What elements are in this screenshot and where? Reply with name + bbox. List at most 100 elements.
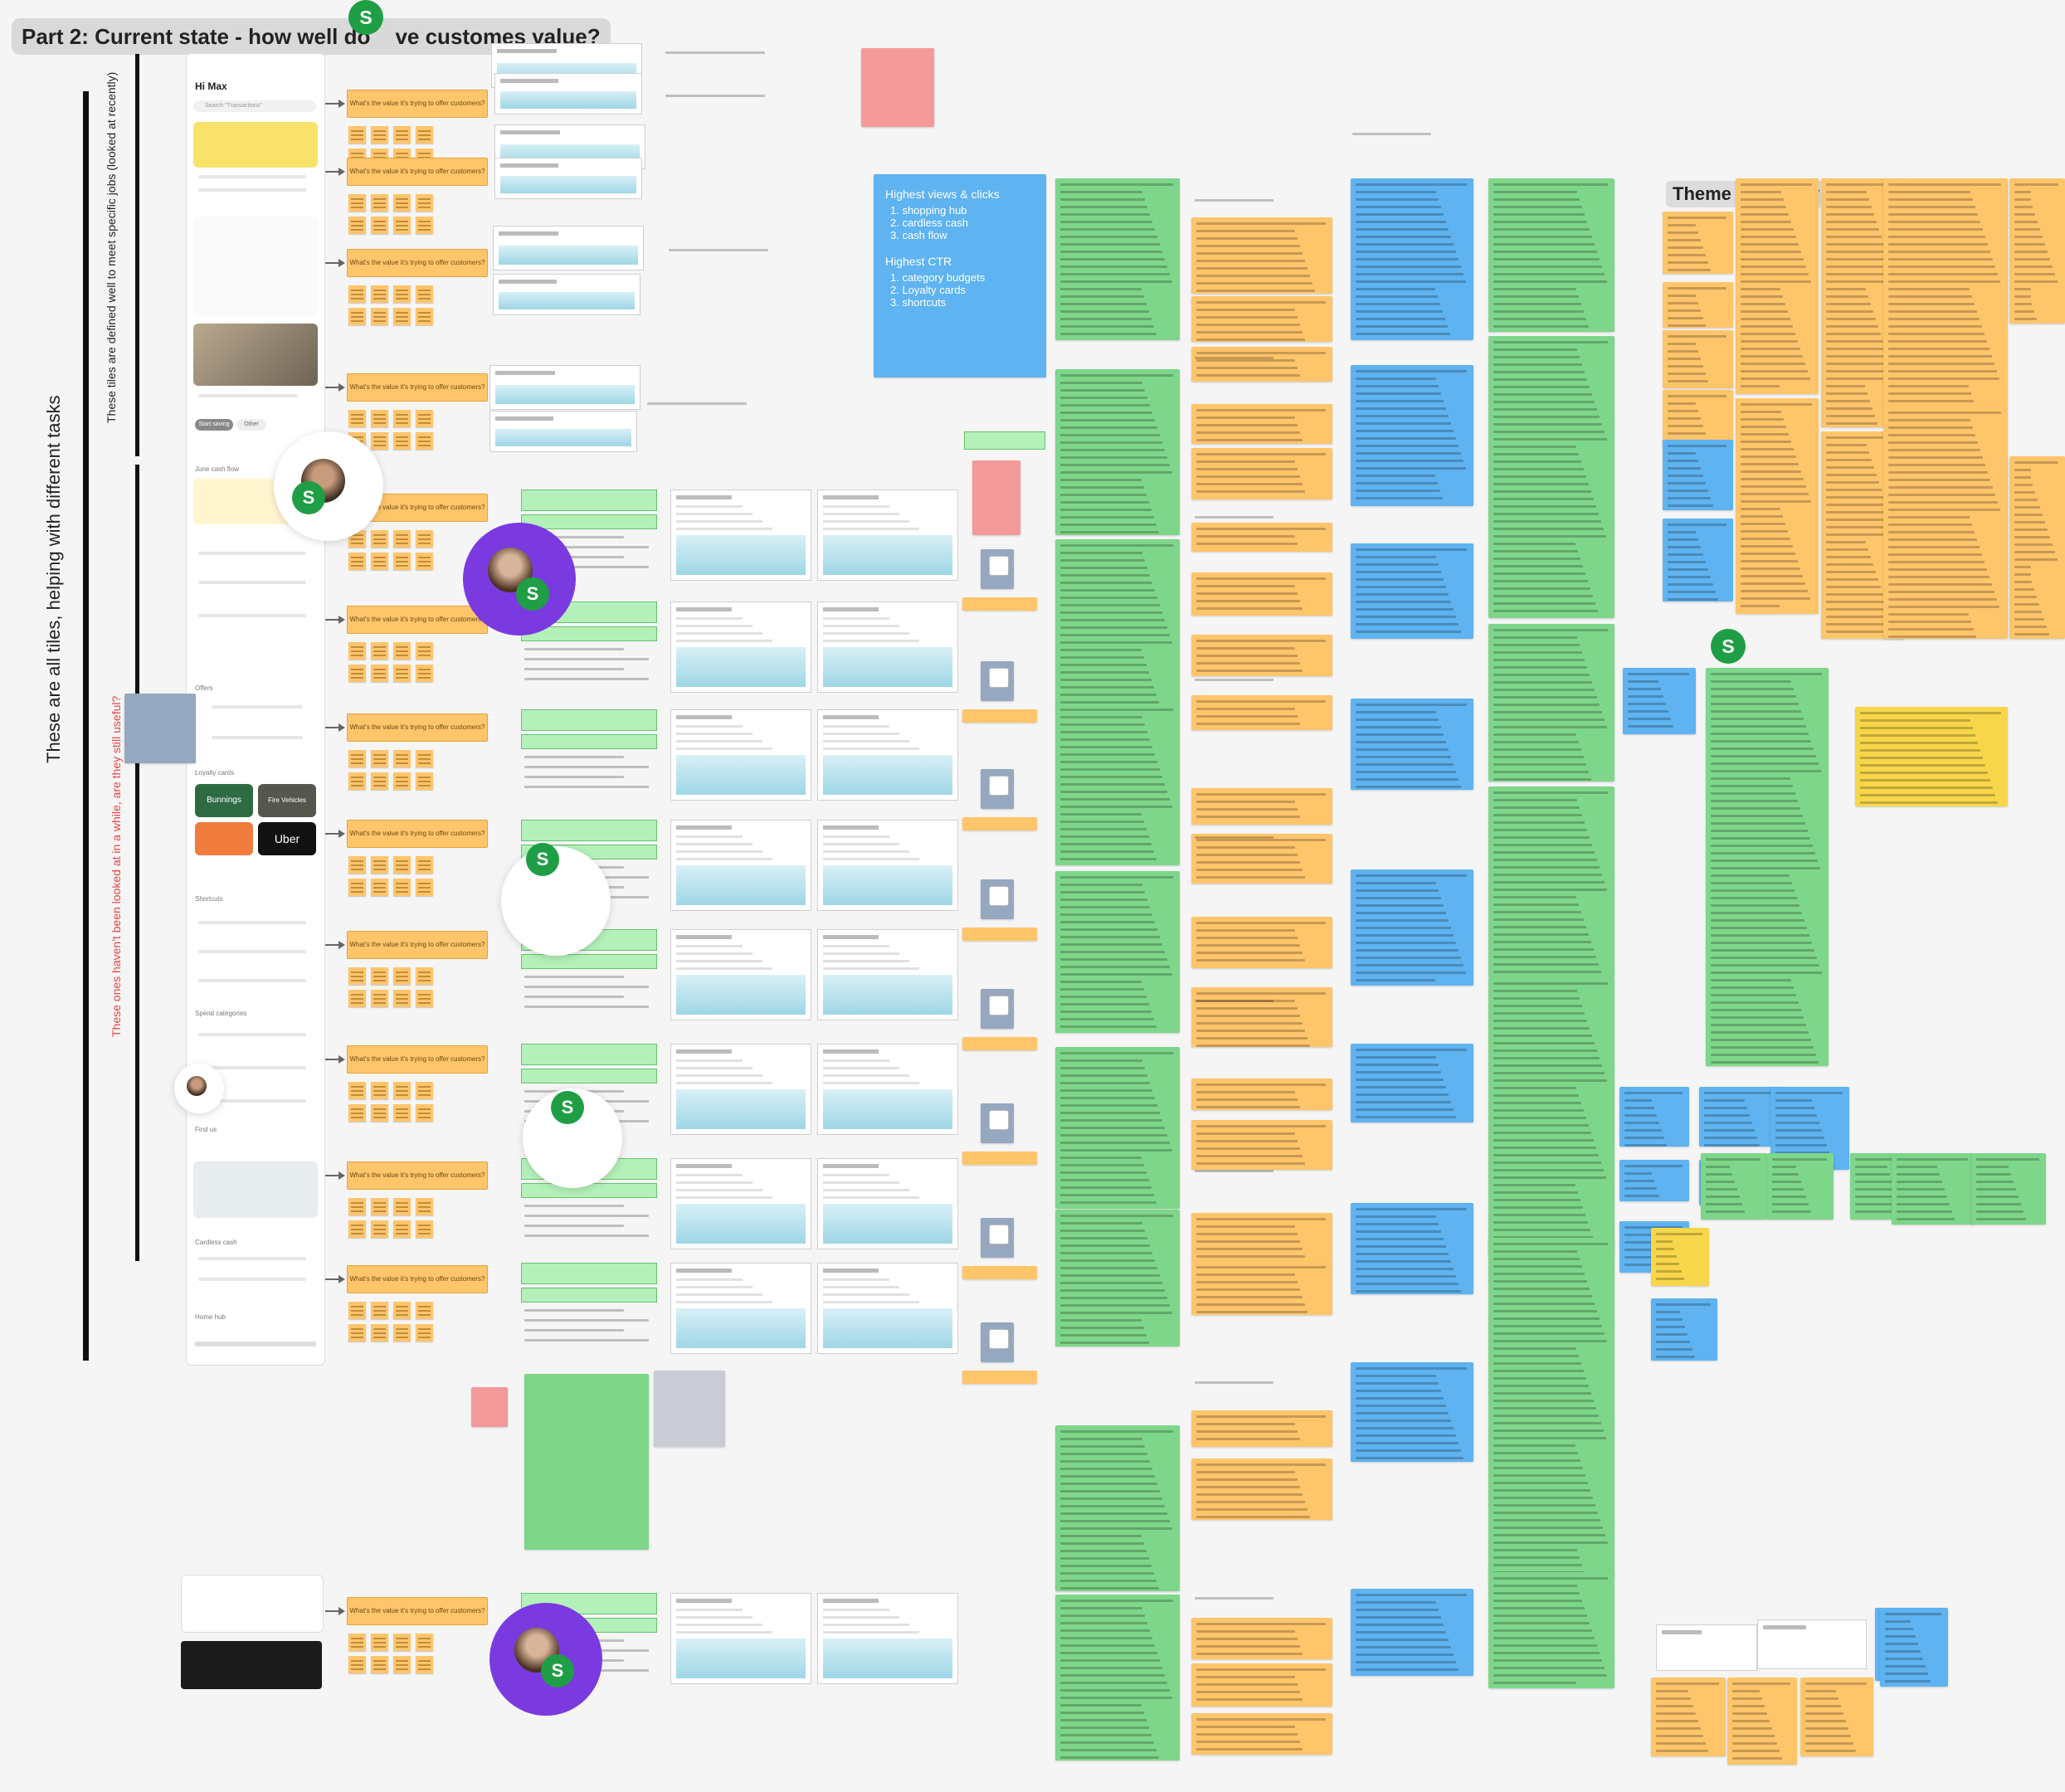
theme-sticky[interactable] [1727,1678,1797,1765]
tag-sticky[interactable] [962,1266,1037,1279]
dashboard-screenshot[interactable] [670,1263,811,1354]
loyalty-card-bunnings[interactable]: Bunnings [195,784,253,817]
value-prompt[interactable]: What's the value it's trying to offer cu… [347,158,488,186]
insight-sticky[interactable] [1351,1044,1473,1122]
theme-sticky[interactable] [1663,390,1733,448]
theme-sticky[interactable] [1651,1298,1717,1361]
insight-sticky[interactable] [1191,217,1332,294]
insight-label[interactable] [521,1069,657,1083]
mini-sticky[interactable] [416,410,433,427]
value-prompt[interactable]: What's the value it's trying to offer cu… [347,931,488,959]
quick-actions[interactable] [193,217,318,316]
theme-sticky[interactable] [1855,707,2008,806]
analytics-screenshot[interactable] [489,365,640,410]
theme-sticky[interactable] [2009,456,2065,639]
value-prompt[interactable]: What's the value it's trying to offer cu… [347,1161,488,1190]
value-prompt[interactable]: What's the value it's trying to offer cu… [347,820,488,848]
theme-sticky[interactable] [1880,1608,1948,1687]
insight-sticky[interactable] [1351,1362,1473,1462]
mini-sticky[interactable] [348,1220,366,1238]
insight-sticky[interactable] [1191,1618,1332,1659]
map-preview[interactable] [193,1161,318,1218]
analytics-screenshot[interactable] [489,411,637,452]
mini-sticky[interactable] [416,126,433,144]
theme-sticky[interactable] [1736,178,1819,394]
mini-sticky[interactable] [348,990,366,1007]
mini-sticky[interactable] [416,432,433,450]
dashboard-screenshot[interactable] [817,820,958,911]
thumbnail-screenshot[interactable] [1656,1624,1757,1671]
mini-sticky[interactable] [371,530,388,548]
analytics-screenshot[interactable] [493,274,640,315]
insight-sticky[interactable] [1191,347,1332,382]
mini-sticky[interactable] [416,665,433,682]
mini-sticky[interactable] [371,772,388,790]
mini-sticky[interactable] [393,879,411,896]
insight-label[interactable] [521,1263,657,1284]
dashboard-screenshot[interactable] [670,709,811,801]
mini-sticky[interactable] [348,1104,366,1122]
mini-sticky[interactable] [416,1082,433,1099]
dashboard-screenshot[interactable] [670,929,811,1020]
theme-sticky[interactable] [1767,1153,1834,1220]
mini-sticky[interactable] [348,1082,366,1099]
insight-sticky[interactable] [1488,786,1614,977]
insight-sticky[interactable] [1191,695,1332,730]
mini-sticky[interactable] [348,194,366,212]
mini-sticky[interactable] [348,217,366,234]
mini-sticky[interactable] [348,856,366,874]
mini-sticky[interactable] [371,285,388,303]
mini-sticky[interactable] [371,126,388,144]
mini-sticky[interactable] [416,194,433,212]
insight-sticky[interactable] [1191,523,1332,552]
insight-sticky[interactable] [1055,871,1180,1033]
mini-sticky[interactable] [371,194,388,212]
dashboard-screenshot[interactable] [817,929,958,1020]
insight-label[interactable] [521,734,657,749]
value-prompt[interactable]: What's the value it's trying to offer cu… [347,1265,488,1293]
mini-sticky[interactable] [348,410,366,427]
value-prompt[interactable]: What's the value it's trying to offer cu… [347,249,488,277]
mini-sticky[interactable] [371,410,388,427]
mini-sticky[interactable] [348,750,366,767]
mini-sticky[interactable] [371,990,388,1007]
insight-sticky[interactable] [1055,1210,1180,1346]
mini-sticky[interactable] [393,194,411,212]
insight-sticky[interactable] [1055,539,1180,705]
mini-sticky[interactable] [393,553,411,570]
mini-sticky[interactable] [416,1198,433,1215]
dashboard-screenshot[interactable] [670,820,811,911]
insight-sticky[interactable] [1488,178,1614,332]
mini-sticky[interactable] [393,432,411,450]
mini-sticky[interactable] [393,1634,411,1651]
loyalty-card-colourful[interactable] [195,822,253,855]
mini-sticky[interactable] [371,1324,388,1342]
mini-sticky[interactable] [348,879,366,896]
grey-sticky[interactable] [654,1371,725,1447]
dashboard-screenshot[interactable] [817,489,958,581]
mini-sticky[interactable] [416,1656,433,1673]
theme-sticky[interactable] [1663,212,1733,274]
insight-sticky[interactable] [1191,834,1332,884]
pink-sticky[interactable] [861,48,934,127]
insight-sticky[interactable] [1191,572,1332,616]
mini-sticky[interactable] [416,967,433,985]
mini-sticky[interactable] [371,750,388,767]
dashboard-screenshot[interactable] [670,601,811,693]
insight-sticky[interactable] [1191,1213,1332,1261]
mini-sticky[interactable] [371,1104,388,1122]
insight-sticky[interactable] [1488,1238,1614,1578]
home-hub-tile-a[interactable] [181,1575,324,1633]
value-prompt[interactable]: What's the value it's trying to offer cu… [347,373,488,402]
theme-sticky[interactable] [1706,668,1829,1066]
insight-sticky[interactable] [1351,365,1473,506]
theme-sticky[interactable] [1651,1228,1709,1286]
mini-sticky[interactable] [416,217,433,234]
theme-sticky[interactable] [1883,407,2008,639]
home-hub-tile-b[interactable] [181,1641,322,1689]
mini-sticky[interactable] [371,1198,388,1215]
value-prompt[interactable]: What's the value it's trying to offer cu… [347,90,488,118]
mini-sticky[interactable] [348,1302,366,1319]
mini-sticky[interactable] [393,1220,411,1238]
mini-sticky[interactable] [393,530,411,548]
